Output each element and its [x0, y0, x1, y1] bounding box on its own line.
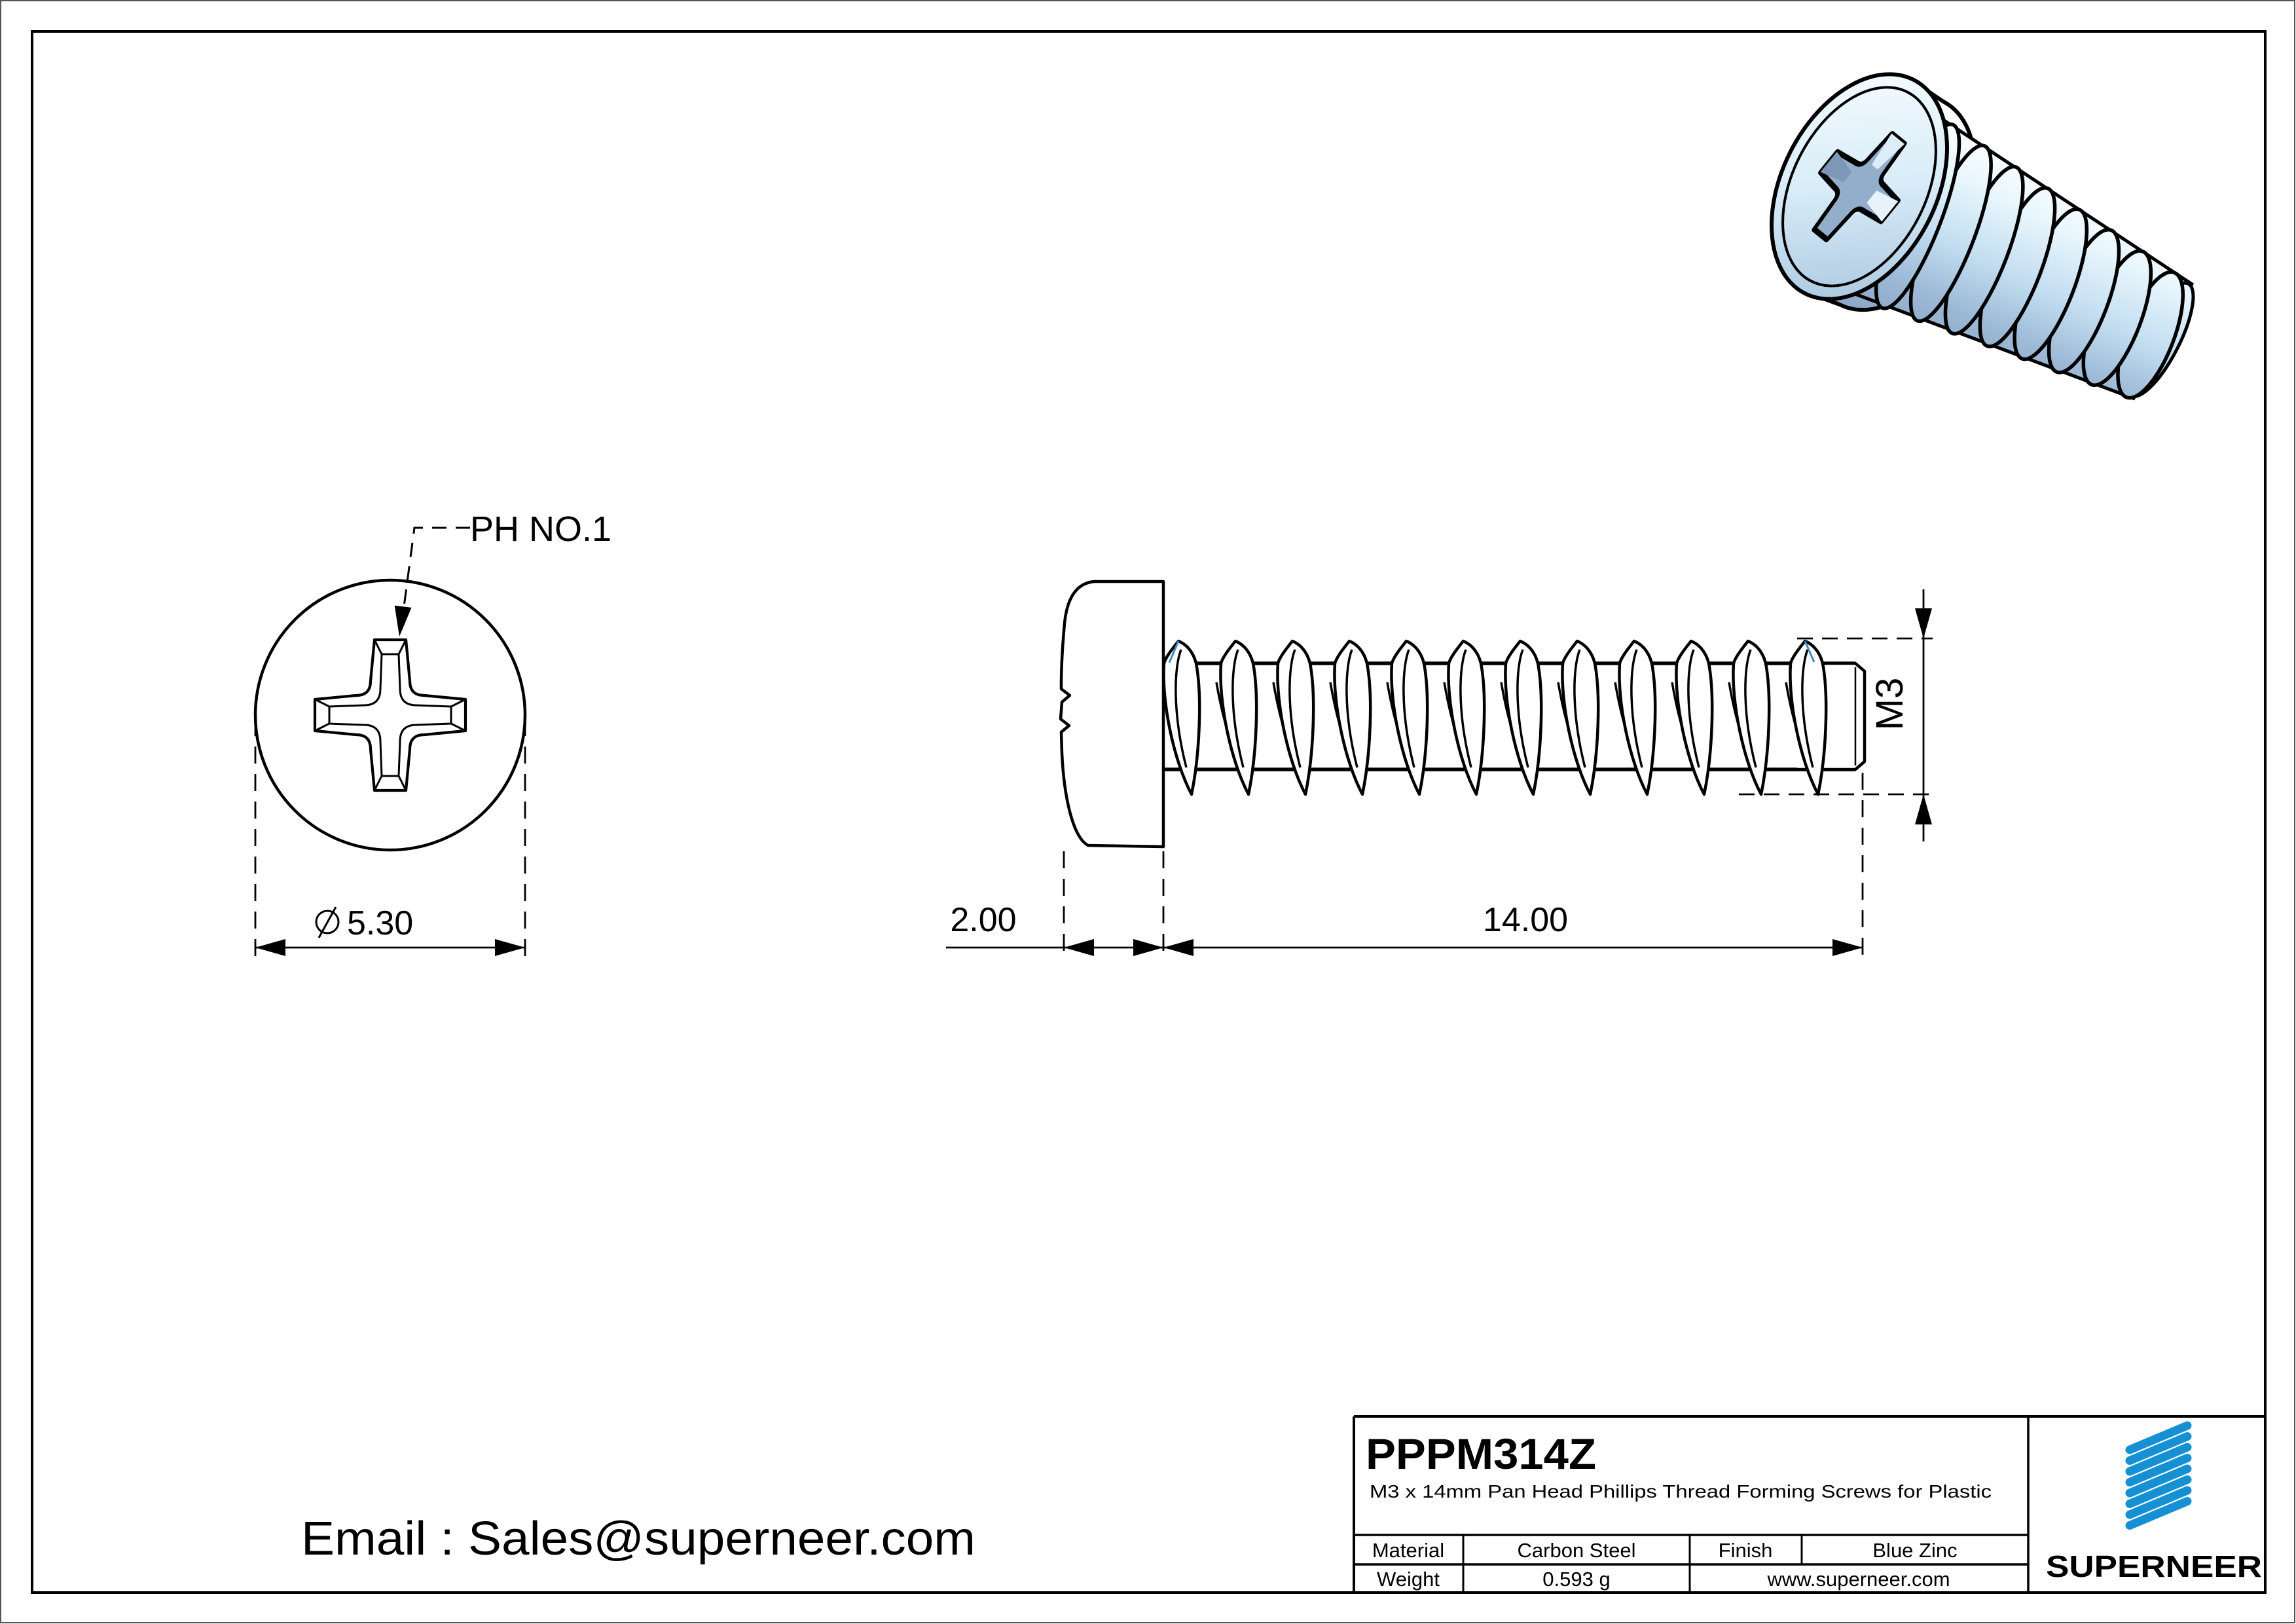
cad-artifact-blue-edge: [1804, 640, 1815, 663]
material-label: Material: [1372, 1539, 1444, 1562]
front-view: PH NO.1 5.30: [253, 509, 611, 957]
thread-length-label: 14.00: [1483, 901, 1568, 939]
head-circle: [253, 578, 527, 852]
brand-name: SUPERNEER: [2046, 1549, 2262, 1583]
drawing-frame: [31, 30, 2267, 1594]
thread-size-label: M3: [1868, 678, 1911, 731]
side-view: M3 2.00 14.00: [946, 580, 1933, 957]
contact-email: Email : Sales@superneer.com: [301, 1513, 975, 1565]
callout-leader: [402, 526, 470, 612]
finish-label: Finish: [1719, 1539, 1773, 1562]
screw-3d-render: [1769, 72, 2195, 401]
part-description: M3 x 14mm Pan Head Phillips Thread Formi…: [1370, 1481, 1992, 1502]
finish-value: Blue Zinc: [1872, 1539, 1957, 1562]
phillips-recess: [313, 638, 467, 792]
material-value: Carbon Steel: [1518, 1539, 1636, 1562]
diameter-dimension-label: 5.30: [347, 904, 413, 942]
weight-value: 0.593 g: [1542, 1568, 1610, 1591]
website-link[interactable]: www.superneer.com: [1766, 1568, 1950, 1591]
pan-head-profile: [1059, 580, 1165, 849]
title-block: PPPM314Z M3 x 14mm Pan Head Phillips Thr…: [1353, 1415, 2265, 1593]
superneer-logo-icon: [2125, 1421, 2192, 1530]
screw-3d-phillips-icon: [1812, 130, 1907, 243]
cad-artifact-blue-edge: [1168, 640, 1180, 663]
weight-label: Weight: [1377, 1568, 1440, 1591]
part-number: PPPM314Z: [1366, 1430, 1596, 1478]
phillips-callout-label: PH NO.1: [470, 509, 611, 549]
head-thickness-label: 2.00: [950, 901, 1016, 939]
diameter-symbol-icon: [315, 906, 340, 938]
